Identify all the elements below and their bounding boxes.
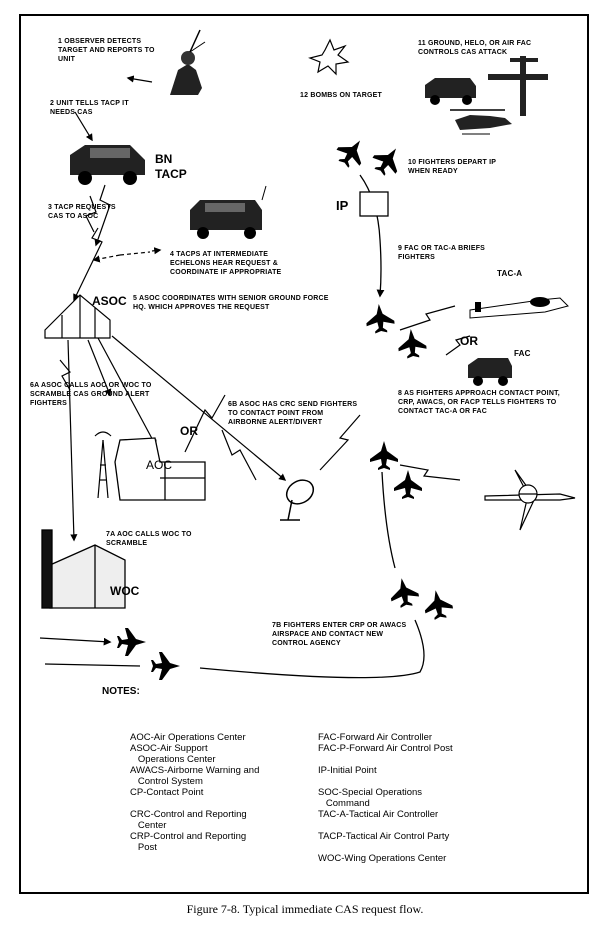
fac-vehicle-icon — [468, 358, 512, 386]
notes-right-line — [318, 776, 508, 787]
step-4-text: 4 TACPs AT INTERMEDIATE ECHELONS HEAR RE… — [170, 251, 282, 276]
step-2-text: 2 UNIT TELLS TACP IT NEEDS CAS — [50, 100, 129, 116]
step-5-text: 5 ASOC COORDINATES WITH SENIOR GROUND FO… — [133, 295, 329, 311]
notes-right-line — [318, 820, 508, 831]
notes-left-line: CRC-Control and Reporting — [130, 809, 247, 820]
notes-left-line: Operations Center — [130, 754, 216, 765]
bn-label: BN — [155, 152, 173, 166]
figure-frame — [19, 14, 589, 894]
ip-label: IP — [336, 198, 349, 213]
intermediate-tacp-vehicle-icon — [190, 185, 267, 239]
woc-building-icon — [41, 529, 126, 609]
fighter-flight-path — [39, 174, 425, 679]
ip-box — [359, 191, 389, 217]
figure-caption: Figure 7-8. Typical immediate CAS reques… — [186, 902, 424, 916]
fac-label: FAC — [514, 349, 531, 358]
observer-soldier-icon — [170, 29, 206, 95]
radio-link-icons — [59, 195, 471, 481]
notes-right-line: WOC-Wing Operations Center — [318, 853, 447, 864]
step-8-text: 8 AS FIGHTERS APPROACH CONTACT POINT, CR… — [398, 390, 560, 415]
step-7b-text: 7b FIGHTERS ENTER CRP OR AWACS AIRSPACE … — [272, 622, 407, 647]
notes-left-line: CRP-Control and Reporting — [130, 831, 247, 842]
notes-title: NOTES: — [102, 686, 140, 697]
step-3-text: 3 TACP REQUESTS CAS TO ASOC — [48, 204, 116, 220]
aoc-label: AOC — [146, 458, 173, 472]
step-11-text: 11 GROUND, HELO, OR AIR FAC CONTROLS CAS… — [418, 40, 532, 56]
or-label-left: OR — [180, 424, 198, 438]
crc-radar-dish-icon — [280, 479, 315, 521]
asoc-label: ASOC — [92, 294, 127, 308]
bomb-explosion-icon — [308, 38, 350, 76]
notes-right-line: SOC-Special Operations — [318, 787, 423, 798]
woc-label: WOC — [110, 584, 140, 598]
notes-left-line: AOC-Air Operations Center — [130, 732, 246, 743]
air-fac-aircraft-icon — [488, 56, 548, 116]
notes-left-line: AWACS-Airborne Warning and — [130, 765, 260, 776]
notes-left-line: CP-Contact Point — [130, 787, 204, 798]
notes-right-line — [318, 842, 508, 853]
notes-right-line: IP-Initial Point — [318, 765, 377, 776]
step-7a-text: 7a AOC CALLS WOC TO SCRAMBLE — [106, 531, 192, 547]
notes-left-line — [130, 798, 310, 809]
notes-right-line: Command — [318, 798, 370, 809]
aoc-radio-tower-icon — [94, 431, 112, 499]
notes-left-line: ASOC-Air Support — [130, 743, 208, 754]
notes-right-line: FAC-Forward Air Controller — [318, 732, 433, 743]
notes-left-line: Center — [130, 820, 167, 831]
aoc-building-icon — [114, 437, 206, 501]
ground-fac-vehicle-icon — [425, 78, 476, 105]
bn-tacp-vehicle-icon — [70, 145, 145, 185]
or-label-right: OR — [460, 334, 478, 348]
notes-right-line: TAC-A-Tactical Air Controller — [318, 809, 439, 820]
step-6a-text: 6a ASOC CALLS AOC or WOC TO SCRAMBLE CAS… — [30, 382, 152, 407]
tacp-label: TACP — [155, 167, 187, 181]
tac-a-aircraft-icon — [469, 297, 569, 319]
notes-right-line — [318, 754, 508, 765]
step-9-text: 9 FAC OR TAC-A BRIEFS FIGHTERS — [398, 245, 486, 261]
awacs-aircraft-icon — [484, 469, 576, 531]
notes-right-line: FAC-P-Forward Air Control Post — [318, 743, 453, 754]
step-12-text: 12 BOMBS ON TARGET — [300, 92, 383, 99]
step-6b-text: 6b ASOC HAS CRC SEND FIGHTERS TO CONTACT… — [228, 401, 358, 426]
notes-left-line: Control System — [130, 776, 203, 787]
flow-arrows — [67, 75, 361, 542]
notes-right-line: TACP-Tactical Air Control Party — [318, 831, 450, 842]
tac-a-label: TAC-A — [497, 269, 523, 278]
helo-fac-icon — [450, 109, 512, 135]
step-1-text: 1 OBSERVER DETECTS TARGET AND REPORTS TO… — [58, 38, 155, 63]
notes-left-line: Post — [130, 842, 157, 853]
step-10-text: 10 FIGHTERS DEPART IP WHEN READY — [408, 159, 496, 175]
asoc-tent-icon — [44, 294, 111, 339]
